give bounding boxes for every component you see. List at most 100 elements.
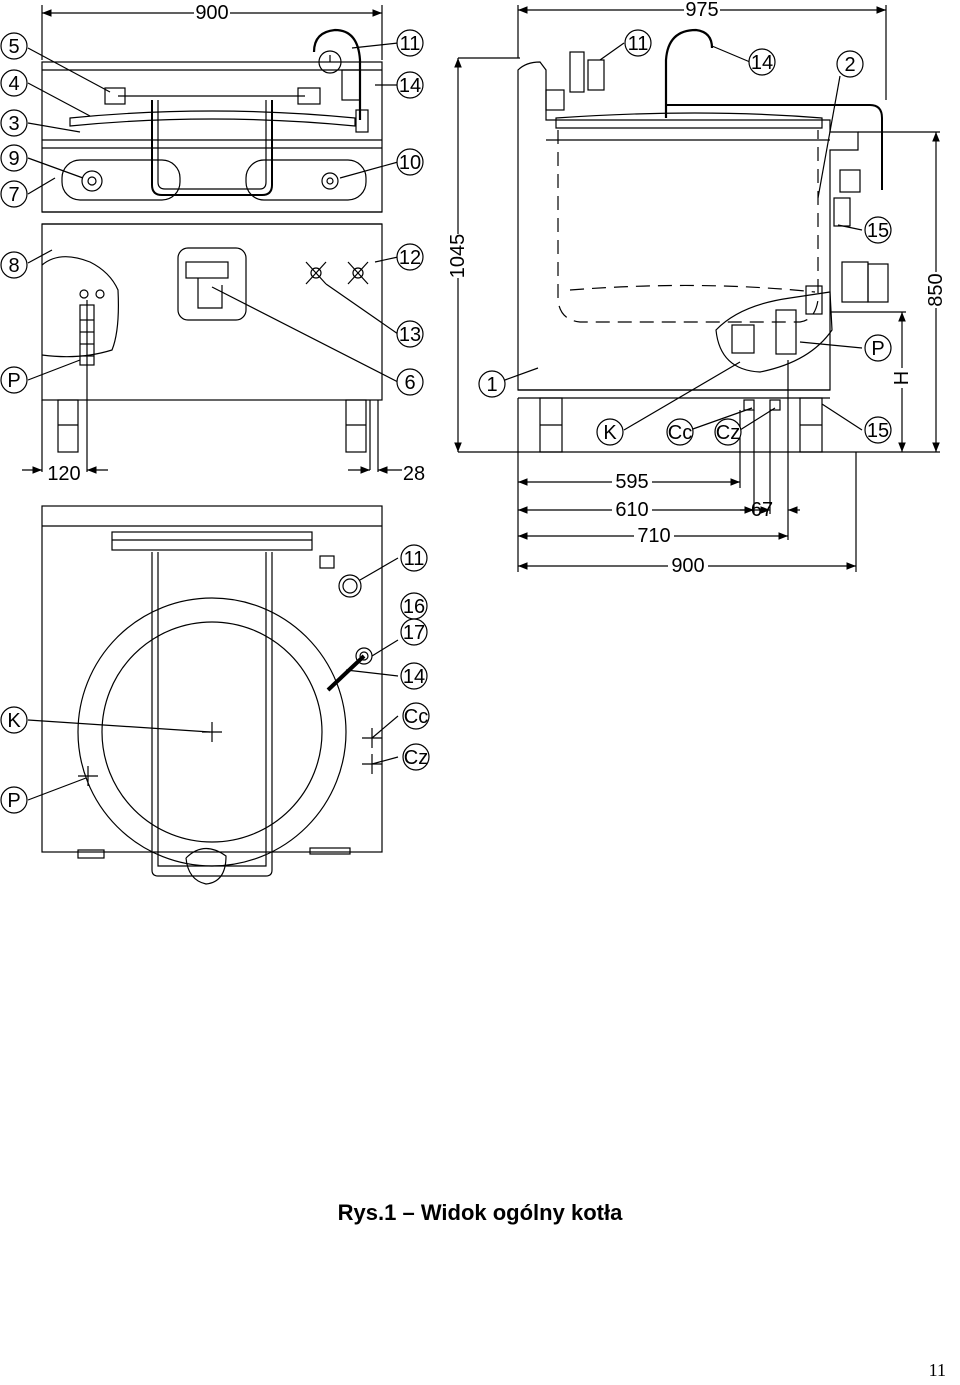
callout-side-9: Cz bbox=[714, 418, 742, 446]
callout-label: Cz bbox=[716, 422, 740, 444]
callout-label: 14 bbox=[403, 666, 425, 688]
callout-top-6: Cz bbox=[402, 743, 430, 771]
dim-610: 610 bbox=[615, 499, 648, 521]
callout-circle bbox=[0, 251, 28, 279]
callout-label: 5 bbox=[8, 36, 19, 58]
callout-front-12: 6 bbox=[396, 368, 424, 396]
callout-label: 13 bbox=[399, 324, 421, 346]
callout-label: 4 bbox=[8, 73, 19, 95]
side-view bbox=[454, 5, 940, 572]
callout-label: K bbox=[7, 710, 21, 732]
dim-710: 710 bbox=[637, 525, 670, 547]
front-view bbox=[22, 5, 402, 474]
callout-circle bbox=[0, 366, 28, 394]
callout-front-4: 7 bbox=[0, 180, 28, 208]
callout-label: 8 bbox=[8, 255, 19, 277]
callout-label: 17 bbox=[403, 622, 425, 644]
dim-67: 67 bbox=[751, 499, 773, 521]
callout-label: Cc bbox=[404, 706, 428, 728]
dim-595: 595 bbox=[615, 471, 648, 493]
callout-front-5: 8 bbox=[0, 251, 28, 279]
callout-front-0: 5 bbox=[0, 32, 28, 60]
callout-circle bbox=[400, 544, 428, 572]
callout-label: K bbox=[603, 422, 617, 444]
callout-side-0: 11 bbox=[624, 29, 652, 57]
callout-top-4: K bbox=[0, 706, 28, 734]
callout-label: Cc bbox=[668, 422, 692, 444]
dim-900-bottom: 900 bbox=[671, 555, 704, 577]
callout-circle bbox=[748, 48, 776, 76]
callout-front-10: 12 bbox=[396, 243, 424, 271]
callout-circle bbox=[402, 743, 430, 771]
dimension-labels: 900 975 1045 850 H 120 28 595 610 67 710… bbox=[47, 0, 947, 577]
callout-front-9: 10 bbox=[396, 148, 424, 176]
callout-circle bbox=[0, 32, 28, 60]
callout-circle bbox=[396, 29, 424, 57]
callout-front-8: 14 bbox=[396, 71, 424, 99]
callout-top-1: 16 bbox=[400, 592, 428, 620]
callout-circle bbox=[0, 144, 28, 172]
callout-label: 11 bbox=[628, 33, 649, 55]
callout-label: P bbox=[7, 370, 20, 392]
callout-circle bbox=[864, 334, 892, 362]
callout-label: P bbox=[7, 790, 20, 812]
callout-circle bbox=[0, 109, 28, 137]
callout-label: 2 bbox=[844, 54, 855, 76]
callout-label: P bbox=[871, 338, 884, 360]
callout-circle bbox=[666, 418, 694, 446]
dim-work-height: 850 bbox=[925, 273, 947, 306]
callout-circle bbox=[396, 368, 424, 396]
callout-label: 9 bbox=[8, 148, 19, 170]
callout-label: Cz bbox=[404, 747, 428, 769]
callout-side-6: 1 bbox=[478, 370, 506, 398]
callout-side-2: 2 bbox=[836, 50, 864, 78]
callout-circle bbox=[864, 216, 892, 244]
callout-top-2: 17 bbox=[400, 618, 428, 646]
callout-label: 15 bbox=[867, 420, 889, 442]
callout-label: 11 bbox=[400, 33, 421, 55]
callout-side-3: 15 bbox=[864, 216, 892, 244]
callout-front-2: 3 bbox=[0, 109, 28, 137]
callout-circle bbox=[400, 662, 428, 690]
callout-circle bbox=[478, 370, 506, 398]
callout-label: 11 bbox=[404, 548, 425, 570]
callout-side-1: 14 bbox=[748, 48, 776, 76]
callout-label: 14 bbox=[399, 75, 421, 97]
callout-side-8: Cc bbox=[666, 418, 694, 446]
callout-side-7: K bbox=[596, 418, 624, 446]
callout-label: 10 bbox=[399, 152, 421, 174]
callout-top-3: 14 bbox=[400, 662, 428, 690]
page-number: 11 bbox=[928, 1360, 946, 1380]
callout-circle bbox=[396, 148, 424, 176]
dim-left-offset: 120 bbox=[47, 463, 80, 485]
callout-label: 15 bbox=[867, 220, 889, 242]
figure-caption: Rys.1 – Widok ogólny kotła bbox=[337, 1200, 623, 1225]
callout-front-7: 11 bbox=[396, 29, 424, 57]
callout-front-11: 13 bbox=[396, 320, 424, 348]
callout-label: 7 bbox=[8, 184, 19, 206]
callout-top-5: Cc bbox=[402, 702, 430, 730]
dim-total-height: 1045 bbox=[447, 234, 469, 279]
callout-side-5: 15 bbox=[864, 416, 892, 444]
dim-right-offset: 28 bbox=[403, 463, 425, 485]
callout-circle bbox=[400, 618, 428, 646]
callout-top-0: 11 bbox=[400, 544, 428, 572]
callout-circle bbox=[0, 69, 28, 97]
callout-label: 12 bbox=[399, 247, 421, 269]
callout-circle bbox=[596, 418, 624, 446]
dim-front-width: 900 bbox=[195, 2, 228, 24]
callout-front-3: 9 bbox=[0, 144, 28, 172]
callout-circle bbox=[0, 706, 28, 734]
callout-circle bbox=[396, 320, 424, 348]
callout-circle bbox=[0, 786, 28, 814]
callout-label: 16 bbox=[403, 596, 425, 618]
callout-front-1: 4 bbox=[0, 69, 28, 97]
callout-circle bbox=[714, 418, 742, 446]
callout-circle bbox=[836, 50, 864, 78]
callout-label: 14 bbox=[751, 52, 773, 74]
callout-label: 6 bbox=[404, 372, 415, 394]
callout-front-6: P bbox=[0, 366, 28, 394]
callout-label: 3 bbox=[8, 113, 19, 135]
